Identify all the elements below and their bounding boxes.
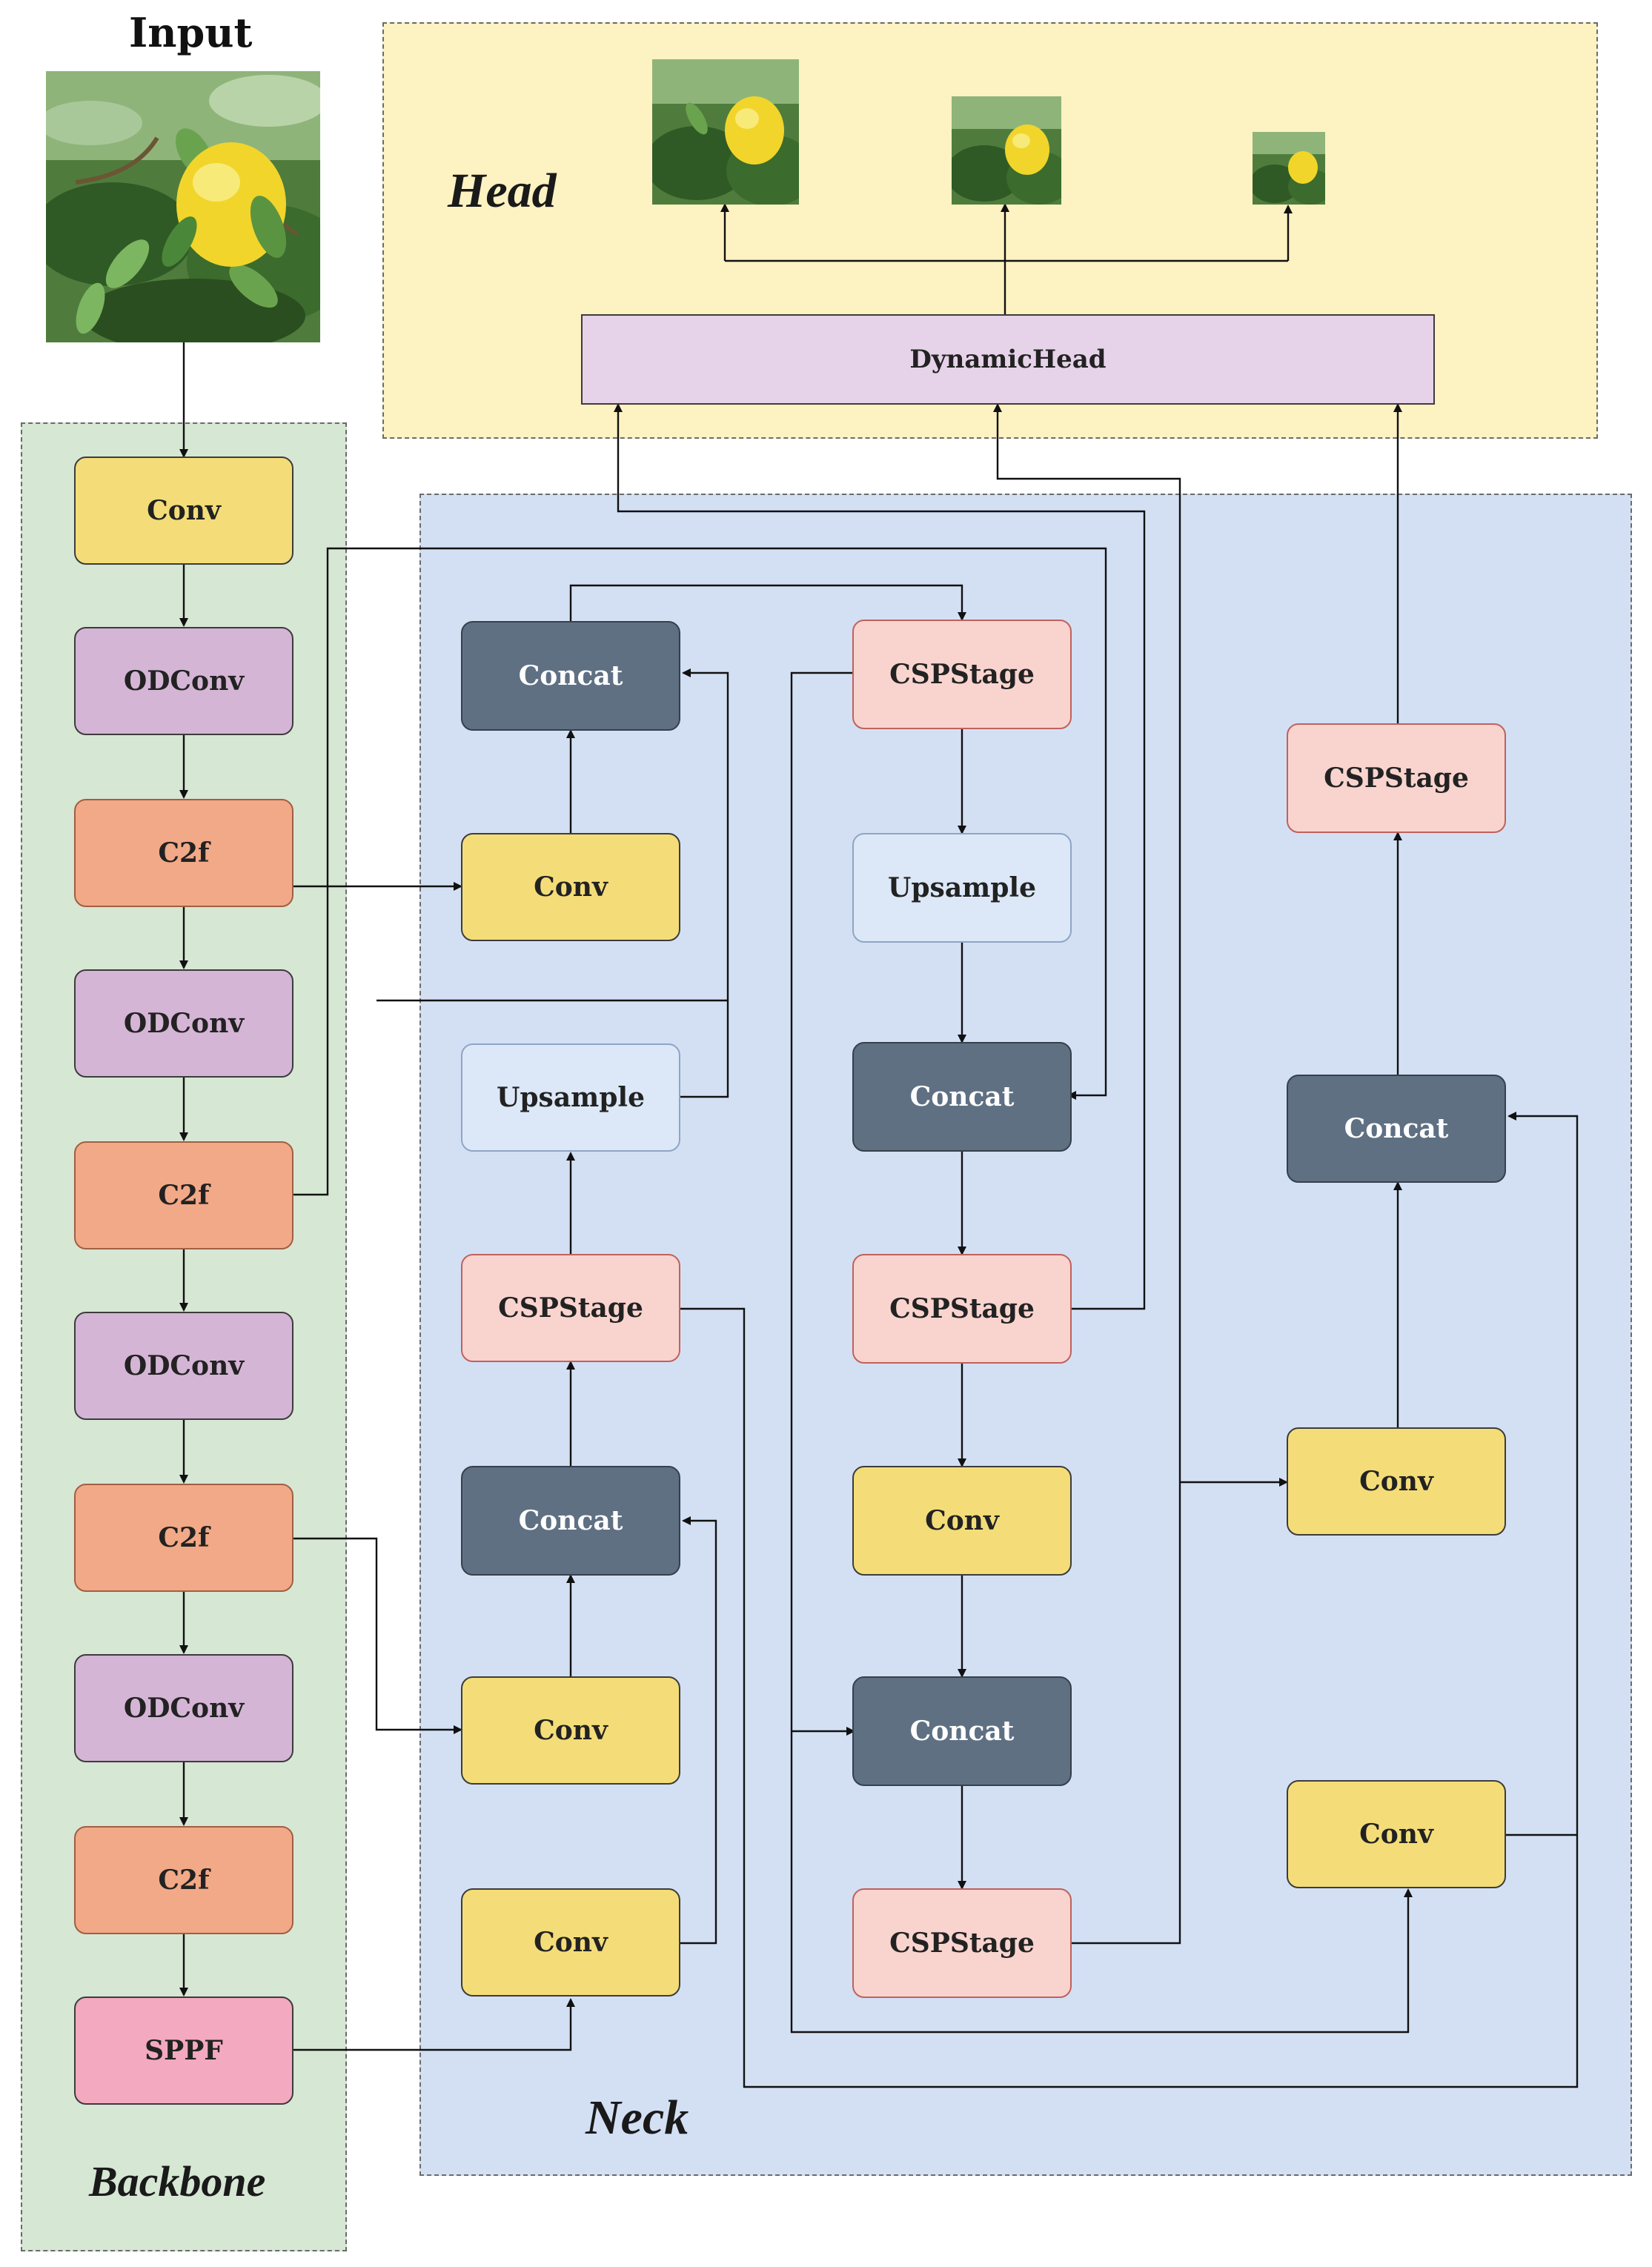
backbone-c2f-1: C2f: [74, 799, 293, 907]
head-label: Head: [448, 164, 557, 218]
neck-col2-upsample: Upsample: [852, 833, 1072, 943]
backbone-odconv-3: ODConv: [74, 1312, 293, 1420]
backbone-label: Backbone: [89, 2157, 266, 2205]
neck-col1-concat-bottom: Concat: [461, 1466, 680, 1576]
neck-col2-cspstage-2: CSPStage: [852, 1254, 1072, 1364]
backbone-c2f-2: C2f: [74, 1141, 293, 1249]
output-small: [1253, 132, 1325, 205]
dynamic-head-block: DynamicHead: [581, 314, 1435, 405]
input-title: Input: [129, 9, 253, 56]
neck-col2-cspstage-3: CSPStage: [852, 1888, 1072, 1998]
neck-col3-cspstage: CSPStage: [1287, 723, 1506, 833]
input-image: [46, 71, 320, 342]
neck-col3-conv-1: Conv: [1287, 1427, 1506, 1536]
output-medium: [952, 96, 1061, 205]
neck-col1-conv-3: Conv: [461, 1888, 680, 1997]
neck-col2-concat-1: Concat: [852, 1042, 1072, 1152]
backbone-odconv-4: ODConv: [74, 1654, 293, 1762]
backbone-odconv-1: ODConv: [74, 627, 293, 735]
neck-col3-concat: Concat: [1287, 1075, 1506, 1183]
neck-col1-cspstage: CSPStage: [461, 1254, 680, 1362]
neck-col1-conv-2: Conv: [461, 1676, 680, 1785]
neck-col2-concat-2: Concat: [852, 1676, 1072, 1786]
neck-col1-conv-1: Conv: [461, 833, 680, 941]
backbone-sppf: SPPF: [74, 1997, 293, 2105]
backbone-c2f-3: C2f: [74, 1484, 293, 1592]
backbone-c2f-4: C2f: [74, 1826, 293, 1934]
neck-label: Neck: [586, 2091, 689, 2145]
neck-col2-cspstage-1: CSPStage: [852, 620, 1072, 729]
neck-col2-conv: Conv: [852, 1466, 1072, 1576]
backbone-conv: Conv: [74, 457, 293, 565]
neck-col3-conv-2: Conv: [1287, 1780, 1506, 1888]
backbone-odconv-2: ODConv: [74, 969, 293, 1078]
output-large: [652, 59, 799, 205]
neck-col1-upsample: Upsample: [461, 1043, 680, 1152]
neck-col1-concat-top: Concat: [461, 621, 680, 731]
